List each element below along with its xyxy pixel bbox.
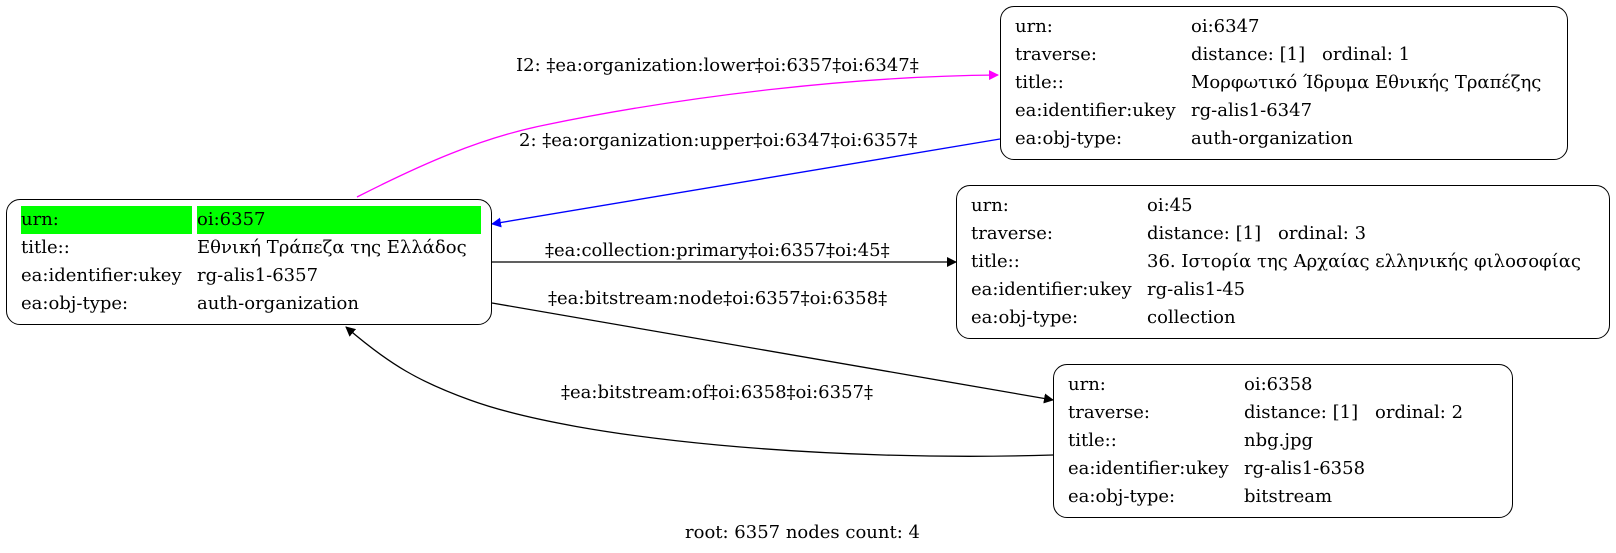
node-row-ukey: ea:identifier:ukey rg-alis1-45: [971, 276, 1597, 304]
node-row-urn: urn: oi:6358: [1068, 371, 1500, 399]
node-row-title: title:: nbg.jpg: [1068, 427, 1500, 455]
node-row-obj-type: ea:obj-type: auth-organization: [21, 290, 479, 318]
edge-bitstream-node: [491, 302, 1054, 404]
node-row-urn: urn: oi:6347: [1015, 13, 1555, 41]
node-6358[interactable]: urn: oi:6358 traverse: distance: [1] ord…: [1053, 364, 1513, 518]
urn-label: urn:: [21, 206, 192, 234]
obj-type-value: auth-organization: [1191, 128, 1353, 149]
obj-type-value: bitstream: [1244, 486, 1333, 507]
obj-type-label: ea:obj-type:: [21, 293, 129, 314]
urn-value: oi:6357: [197, 206, 481, 234]
distance-value: distance: [1]: [1244, 402, 1359, 423]
urn-label: urn:: [1068, 374, 1106, 395]
edge-label-organization-upper: 2: ‡ea:organization:upper‡oi:6347‡oi:635…: [519, 130, 918, 151]
obj-type-value: collection: [1147, 307, 1236, 328]
ukey-value: rg-alis1-6347: [1191, 100, 1313, 121]
title-label: title::: [1068, 430, 1117, 451]
ordinal-value: ordinal: 2: [1375, 402, 1464, 423]
node-6357-root[interactable]: urn: oi:6357 title:: Εθνική Τράπεζα της …: [6, 199, 492, 325]
urn-label: urn:: [971, 195, 1009, 216]
ordinal-value: ordinal: 1: [1322, 44, 1411, 65]
node-row-obj-type: ea:obj-type: bitstream: [1068, 483, 1500, 511]
node-row-title: title:: Εθνική Τράπεζα της Ελλάδος: [21, 234, 479, 262]
distance-value: distance: [1]: [1147, 223, 1262, 244]
ukey-value: rg-alis1-45: [1147, 279, 1246, 300]
ukey-label: ea:identifier:ukey: [21, 265, 182, 286]
title-value: Εθνική Τράπεζα της Ελλάδος: [197, 237, 467, 258]
traverse-label: traverse:: [1068, 402, 1150, 423]
node-row-urn: urn: oi:45: [971, 192, 1597, 220]
urn-label: urn:: [1015, 16, 1053, 37]
title-label: title::: [21, 237, 70, 258]
node-row-ukey: ea:identifier:ukey rg-alis1-6357: [21, 262, 479, 290]
ukey-value: rg-alis1-6358: [1244, 458, 1366, 479]
title-label: title::: [971, 251, 1020, 272]
traverse-label: traverse:: [1015, 44, 1097, 65]
ukey-value: rg-alis1-6357: [197, 265, 319, 286]
title-label: title::: [1015, 72, 1064, 93]
ukey-label: ea:identifier:ukey: [1015, 100, 1176, 121]
node-6347[interactable]: urn: oi:6347 traverse: distance: [1] ord…: [1000, 6, 1568, 160]
node-row-urn: urn: oi:6357: [21, 206, 481, 234]
graph-footer: root: 6357 nodes count: 4: [685, 522, 920, 543]
obj-type-label: ea:obj-type:: [1068, 486, 1176, 507]
ordinal-value: ordinal: 3: [1278, 223, 1367, 244]
ukey-label: ea:identifier:ukey: [1068, 458, 1229, 479]
node-row-obj-type: ea:obj-type: collection: [971, 304, 1597, 332]
edge-label-bitstream-of: ‡ea:bitstream:of‡oi:6358‡oi:6357‡: [561, 382, 873, 403]
urn-value: oi:45: [1147, 195, 1193, 216]
traverse-label: traverse:: [971, 223, 1053, 244]
urn-value: oi:6358: [1244, 374, 1313, 395]
title-value: nbg.jpg: [1244, 430, 1313, 451]
node-row-obj-type: ea:obj-type: auth-organization: [1015, 125, 1555, 153]
obj-type-value: auth-organization: [197, 293, 359, 314]
node-row-traverse: traverse: distance: [1] ordinal: 1: [1015, 41, 1555, 69]
title-value: 36. Ιστορία της Αρχαίας ελληνικής φιλοσο…: [1147, 251, 1581, 272]
node-45[interactable]: urn: oi:45 traverse: distance: [1] ordin…: [956, 185, 1610, 339]
distance-value: distance: [1]: [1191, 44, 1306, 65]
title-value: Μορφωτικό Ίδρυμα Εθνικής Τραπέζης: [1191, 72, 1542, 93]
edge-organization-upper: [491, 138, 1001, 228]
edge-label-collection-primary: ‡ea:collection:primary‡oi:6357‡oi:45‡: [545, 240, 890, 261]
edge-label-organization-lower: I2: ‡ea:organization:lower‡oi:6357‡oi:63…: [516, 55, 919, 76]
node-row-ukey: ea:identifier:ukey rg-alis1-6358: [1068, 455, 1500, 483]
node-row-traverse: traverse: distance: [1] ordinal: 3: [971, 220, 1597, 248]
node-row-ukey: ea:identifier:ukey rg-alis1-6347: [1015, 97, 1555, 125]
edge-bitstream-of: [345, 326, 1054, 457]
urn-value: oi:6347: [1191, 16, 1260, 37]
node-row-traverse: traverse: distance: [1] ordinal: 2: [1068, 399, 1500, 427]
obj-type-label: ea:obj-type:: [971, 307, 1079, 328]
node-row-title: title:: Μορφωτικό Ίδρυμα Εθνικής Τραπέζη…: [1015, 69, 1555, 97]
edge-label-bitstream-node: ‡ea:bitstream:node‡oi:6357‡oi:6358‡: [548, 288, 888, 309]
node-row-title: title:: 36. Ιστορία της Αρχαίας ελληνική…: [971, 248, 1597, 276]
obj-type-label: ea:obj-type:: [1015, 128, 1123, 149]
ukey-label: ea:identifier:ukey: [971, 279, 1132, 300]
edge-organization-lower: [356, 70, 999, 198]
